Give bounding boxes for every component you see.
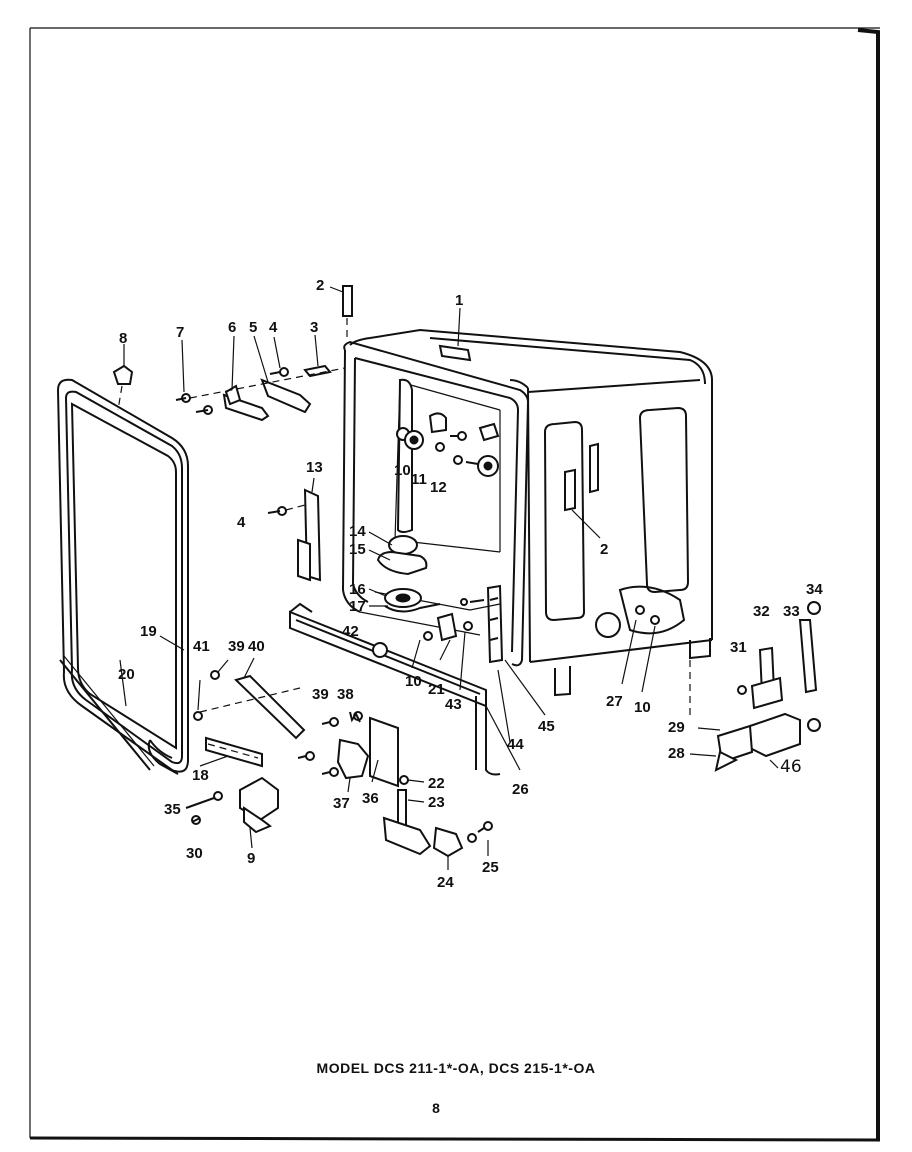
pump-mount-hardware <box>396 378 500 533</box>
callout-9: 9 <box>247 850 255 867</box>
callout-15: 15 <box>349 541 366 558</box>
side-strip-13 <box>267 477 322 582</box>
latch-assembly <box>185 776 279 849</box>
callout-10-right: 10 <box>634 699 651 716</box>
model-caption: MODEL DCS 211-1*-OA, DCS 215-1*-OA <box>316 1060 596 1076</box>
motor-mount-right <box>595 585 686 693</box>
callout-44: 44 <box>507 736 524 753</box>
callout-14: 14 <box>349 523 366 540</box>
callout-20: 20 <box>118 666 135 683</box>
tub-assembly <box>341 328 713 697</box>
pump-cluster <box>368 531 485 613</box>
callout-23: 23 <box>428 794 445 811</box>
callout-12: 12 <box>430 479 447 496</box>
page-number: 8 <box>432 1100 440 1116</box>
callout-38: 38 <box>337 686 354 703</box>
callout-18: 18 <box>192 767 209 784</box>
callout-4-top: 4 <box>269 319 278 336</box>
callout-36: 36 <box>362 790 379 807</box>
callout-5: 5 <box>249 319 257 336</box>
callout-4-side: 4 <box>237 514 246 531</box>
hinge-cap-8 <box>112 344 134 411</box>
callout-46: 46 <box>780 757 802 777</box>
callout-34: 34 <box>806 581 823 598</box>
callout-2-top: 2 <box>316 277 324 294</box>
callout-41: 41 <box>193 638 210 655</box>
switch-parts <box>382 775 493 870</box>
callout-27: 27 <box>606 693 623 710</box>
top-hinge-hardware <box>175 334 346 422</box>
door-latch-parts <box>193 657 306 768</box>
callout-13: 13 <box>306 459 323 476</box>
callout-29: 29 <box>668 719 685 736</box>
callout-labels: 1 2 2 3 4 4 5 6 7 8 9 10 10 10 11 12 13 … <box>118 277 823 891</box>
callout-22: 22 <box>428 775 445 792</box>
callout-33: 33 <box>783 603 800 620</box>
callout-16: 16 <box>349 581 366 598</box>
top-bracket <box>438 307 472 362</box>
callout-35: 35 <box>164 801 181 818</box>
bottom-rail <box>289 538 546 776</box>
callout-1: 1 <box>455 292 463 309</box>
callout-32: 32 <box>753 603 770 620</box>
callout-39-lower: 39 <box>312 686 329 703</box>
callout-43: 43 <box>445 696 462 713</box>
callout-42: 42 <box>342 623 359 640</box>
callout-24: 24 <box>437 874 454 891</box>
callout-10-upper: 10 <box>394 462 411 479</box>
bracket-2-side <box>564 442 601 539</box>
callout-17: 17 <box>349 598 366 615</box>
callout-40: 40 <box>248 638 265 655</box>
callout-37: 37 <box>333 795 350 812</box>
callout-39-upper: 39 <box>228 638 245 655</box>
callout-26: 26 <box>512 781 529 798</box>
door-gasket <box>56 378 189 775</box>
callout-45: 45 <box>538 718 555 735</box>
callout-25: 25 <box>482 859 499 876</box>
callout-8: 8 <box>119 330 127 347</box>
page-frame <box>29 27 881 1142</box>
switch-assembly-right <box>689 601 821 772</box>
callout-31: 31 <box>730 639 747 656</box>
bracket-2-top <box>329 285 353 340</box>
callout-6: 6 <box>228 319 236 336</box>
callout-3: 3 <box>310 319 318 336</box>
callout-21: 21 <box>428 681 445 698</box>
callout-10-rail: 10 <box>405 673 422 690</box>
callout-28: 28 <box>668 745 685 762</box>
callout-30: 30 <box>186 845 203 862</box>
callout-2-side: 2 <box>600 541 608 558</box>
callout-19: 19 <box>140 623 157 640</box>
strike-parts <box>297 711 399 793</box>
callout-11: 11 <box>411 471 427 488</box>
callout-7: 7 <box>176 324 184 341</box>
